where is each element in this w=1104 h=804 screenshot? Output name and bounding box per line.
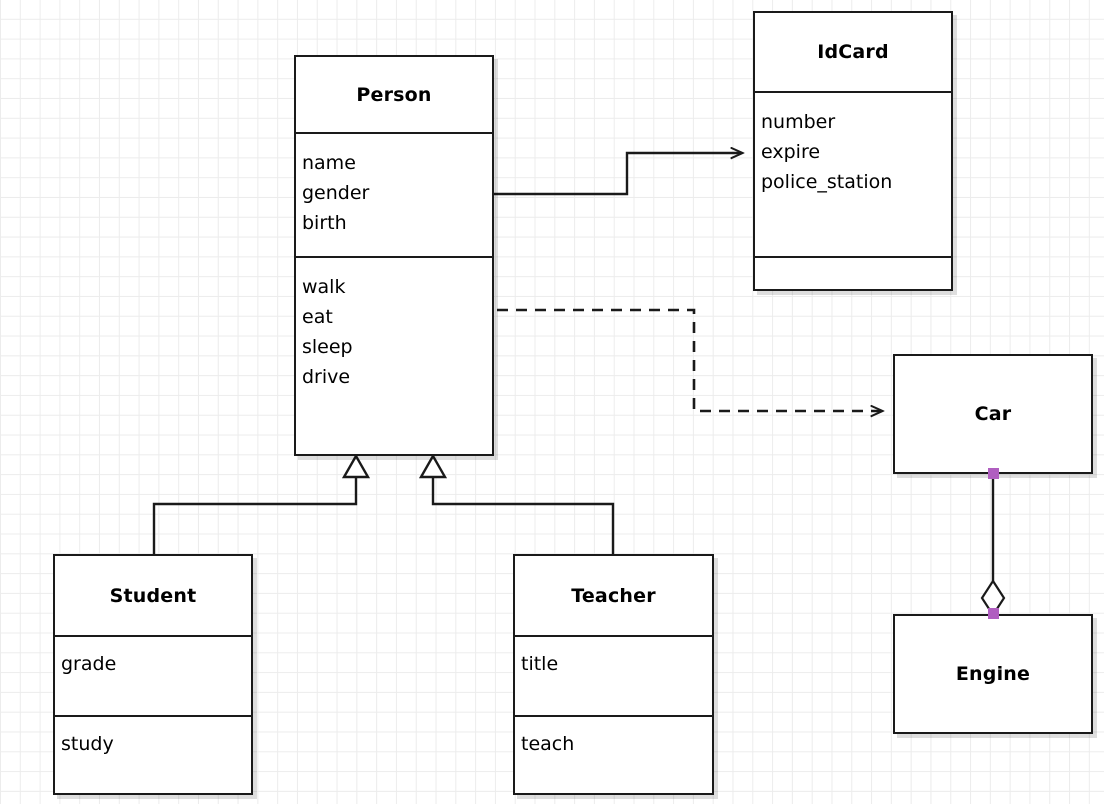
edge-handle-car-bottom[interactable] <box>988 468 999 479</box>
class-title-idcard: IdCard <box>817 41 889 63</box>
attribute-item: name <box>302 152 356 174</box>
attribute-item: gender <box>302 182 370 205</box>
class-title-person: Person <box>356 83 432 106</box>
class-title-car: Car <box>974 403 1012 425</box>
method-item: study <box>61 733 114 755</box>
uml-class-idcard[interactable]: IdCard number expire police_station <box>753 11 953 291</box>
method-item: walk <box>302 276 346 298</box>
uml-class-engine[interactable]: Engine <box>893 614 1093 734</box>
method-item: eat <box>302 306 333 329</box>
edge-car-engine[interactable] <box>980 474 1006 618</box>
class-attributes-student: grade <box>55 635 251 715</box>
uml-class-teacher[interactable]: Teacher title teach <box>513 554 714 795</box>
class-title-teacher: Teacher <box>571 584 656 607</box>
attribute-item: police_station <box>761 171 893 194</box>
edge-handle-engine-top[interactable] <box>988 608 999 619</box>
edge-teacher-person[interactable] <box>418 453 615 554</box>
uml-class-person[interactable]: Person name gender birth walk eat sleep … <box>294 55 494 456</box>
attribute-item: birth <box>302 212 347 235</box>
attribute-item: number <box>761 111 836 133</box>
uml-class-student[interactable]: Student grade study <box>53 554 253 795</box>
class-methods-idcard <box>755 256 951 289</box>
class-attributes-idcard: number expire police_station <box>755 91 951 256</box>
class-methods-teacher: teach <box>515 715 712 793</box>
edge-student-person[interactable] <box>152 453 371 554</box>
class-attributes-person: name gender birth <box>296 132 492 256</box>
method-item: teach <box>521 733 575 755</box>
edge-person-car[interactable] <box>497 308 882 411</box>
class-methods-person: walk eat sleep drive <box>296 256 492 454</box>
class-methods-student: study <box>55 715 251 793</box>
method-item: drive <box>302 366 351 389</box>
attribute-item: title <box>521 653 559 675</box>
attribute-item: grade <box>61 653 117 675</box>
class-title-student: Student <box>109 584 197 607</box>
attribute-item: expire <box>761 141 821 164</box>
edge-person-idcard[interactable] <box>494 153 742 196</box>
class-attributes-teacher: title <box>515 635 712 715</box>
uml-class-car[interactable]: Car <box>893 354 1093 474</box>
method-item: sleep <box>302 336 353 359</box>
class-title-engine: Engine <box>955 663 1031 685</box>
